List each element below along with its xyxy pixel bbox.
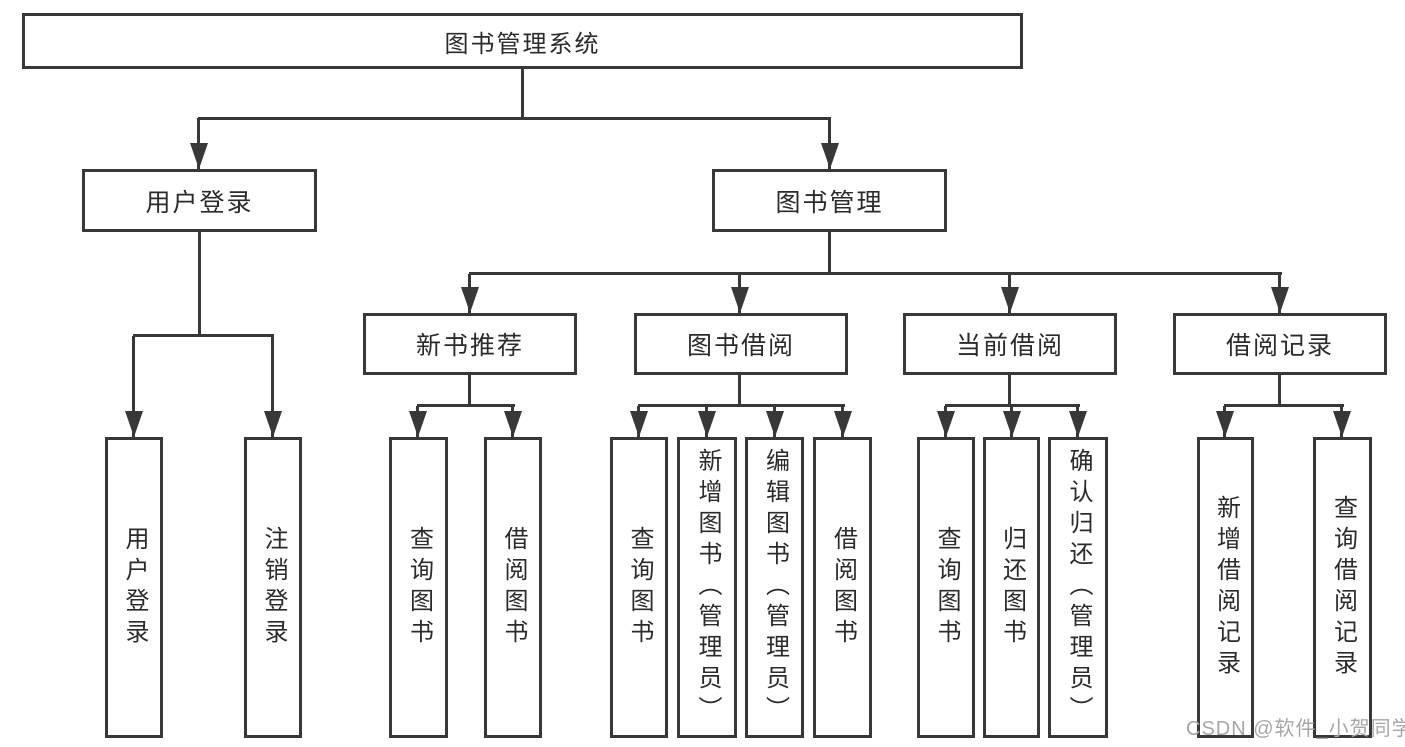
connector-group-bar <box>638 404 845 407</box>
connector-book-management-stem <box>828 232 831 274</box>
connector-arrow-down <box>197 118 200 169</box>
leaf-add-borrow-record: 新增借阅记录 <box>1197 437 1254 738</box>
connector-arrow-down <box>468 274 471 313</box>
node-user-login: 用户登录 <box>82 169 317 232</box>
node-new-book-recommend: 新书推荐 <box>363 313 577 375</box>
leaf-return-book: 归还图书 <box>983 437 1040 738</box>
leaf-user-login: 用户登录 <box>105 437 163 738</box>
connector-arrow-down <box>705 406 708 437</box>
leaf-query-borrow-record: 查询借阅记录 <box>1313 437 1372 738</box>
connector-arrow-down <box>944 406 947 437</box>
connector-arrow-down <box>132 336 135 437</box>
connector-arrow-down <box>637 406 640 437</box>
connector-group-bar <box>417 404 515 407</box>
connector-arrow-down <box>1076 406 1079 437</box>
connector-level2-bar <box>198 117 831 120</box>
connector-arrow-down <box>1278 274 1281 313</box>
connector-user-login-stem <box>198 232 201 336</box>
node-current-borrow: 当前借阅 <box>903 313 1117 375</box>
connector-arrow-down <box>738 274 741 313</box>
leaf-edit-book-admin: 编辑图书（管理员） <box>745 437 804 738</box>
leaf-borrow-books: 借阅图书 <box>813 437 872 738</box>
csdn-watermark: CSDN @软件_小贺同学 <box>1186 718 1405 740</box>
leaf-confirm-return-admin: 确认归还（管理员） <box>1048 437 1108 738</box>
leaf-add-book-admin: 新增图书（管理员） <box>677 437 737 738</box>
connector-root-stem <box>521 69 524 119</box>
connector-group-stem <box>738 375 741 406</box>
connector-arrow-down <box>1340 406 1343 437</box>
connector-user-login-bar <box>133 334 274 337</box>
connector-arrow-down <box>511 406 514 437</box>
leaf-query-books-current: 查询图书 <box>917 437 975 738</box>
connector-arrow-down <box>773 406 776 437</box>
connector-group-stem <box>1278 375 1281 406</box>
connector-arrow-down <box>1008 274 1011 313</box>
connector-arrow-down <box>416 406 419 437</box>
node-book-borrow: 图书借阅 <box>634 313 848 375</box>
node-library-management-system: 图书管理系统 <box>22 13 1023 69</box>
leaf-query-books-recommend: 查询图书 <box>389 437 448 738</box>
connector-arrow-down <box>1223 406 1226 437</box>
connector-arrow-down <box>271 336 274 437</box>
connector-group-stem <box>468 375 471 406</box>
connector-group-bar <box>1224 404 1344 407</box>
node-book-management: 图书管理 <box>712 169 947 232</box>
leaf-query-books-borrow: 查询图书 <box>610 437 668 738</box>
connector-arrow-down <box>1010 406 1013 437</box>
connector-level3-bar <box>469 272 1282 275</box>
leaf-logout: 注销登录 <box>244 437 302 738</box>
connector-group-stem <box>1008 375 1011 406</box>
connector-arrow-down <box>841 406 844 437</box>
node-borrow-records: 借阅记录 <box>1173 313 1387 375</box>
leaf-borrow-books-recommend: 借阅图书 <box>484 437 542 738</box>
connector-arrow-down <box>828 118 831 169</box>
